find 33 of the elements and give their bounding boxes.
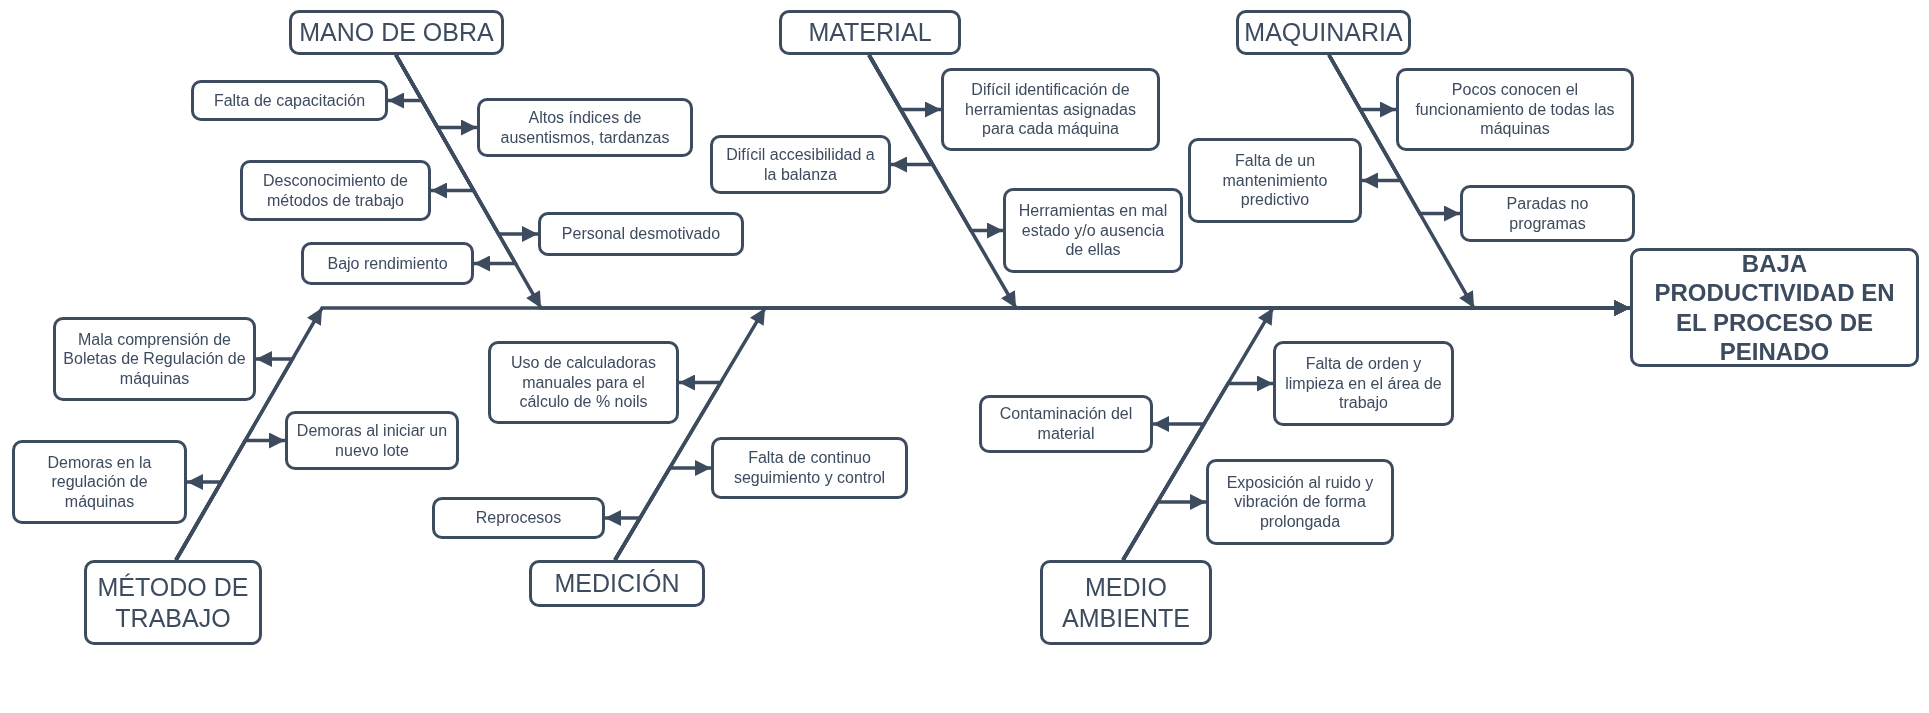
arrow (1121, 494, 1206, 561)
arrow (605, 510, 644, 561)
category-box: MEDIO AMBIENTE (1040, 560, 1212, 645)
category-box: MAQUINARIA (1236, 10, 1411, 55)
cause-box: Desconocimiento de métodos de trabajo (240, 160, 431, 221)
arrow (394, 54, 519, 272)
cause-box: Paradas no programas (1460, 185, 1635, 242)
cause-box: Reprocesos (432, 497, 605, 539)
cause-box: Exposición al ruido y vibración de forma prolongada (1206, 459, 1394, 545)
cause-box: Pocos conocen el funcionamiento de todas las máquinas (1396, 68, 1634, 151)
arrow (174, 474, 225, 561)
cause-box: Falta de continuo seguimiento y control (711, 437, 908, 499)
category-box: MANO DE OBRA (289, 10, 504, 55)
category-box: MATERIAL (779, 10, 961, 55)
category-box: MEDICIÓN (529, 560, 705, 607)
cause-box: Falta de un mantenimiento predictivo (1188, 138, 1362, 223)
effect-box: BAJA PRODUCTIVIDAD EN EL PROCESO DE PEINADO (1630, 248, 1919, 367)
cause-box: Bajo rendimiento (301, 242, 474, 285)
cause-box: Falta de capacitación (191, 80, 388, 121)
cause-box: Herramientas en mal estado y/o ausencia de ellas (1003, 188, 1183, 273)
arrow (1327, 54, 1460, 222)
cause-box: Uso de calculadoras manuales para el cálculo de % noils (488, 341, 679, 424)
cause-box: Demoras en la regulación de máquinas (12, 440, 187, 524)
cause-box: Falta de orden y limpieza en el área de trabajo (1273, 341, 1454, 426)
category-box: MÉTODO DE TRABAJO (84, 560, 262, 645)
cause-box: Difícil accesibilidad a la balanza (710, 135, 891, 194)
arrow (867, 54, 1003, 239)
cause-box: Altos índices de ausentismos, tardanzas (477, 98, 693, 157)
cause-box: Personal desmotivado (538, 212, 744, 256)
cause-box: Mala comprensión de Boletas de Regulación de máquinas (53, 317, 256, 401)
cause-box: Demoras al iniciar un nuevo lote (285, 411, 459, 470)
cause-box: Difícil identificación de herramientas asignadas para cada máquina (941, 68, 1160, 151)
cause-box: Contaminación del material (979, 395, 1153, 453)
